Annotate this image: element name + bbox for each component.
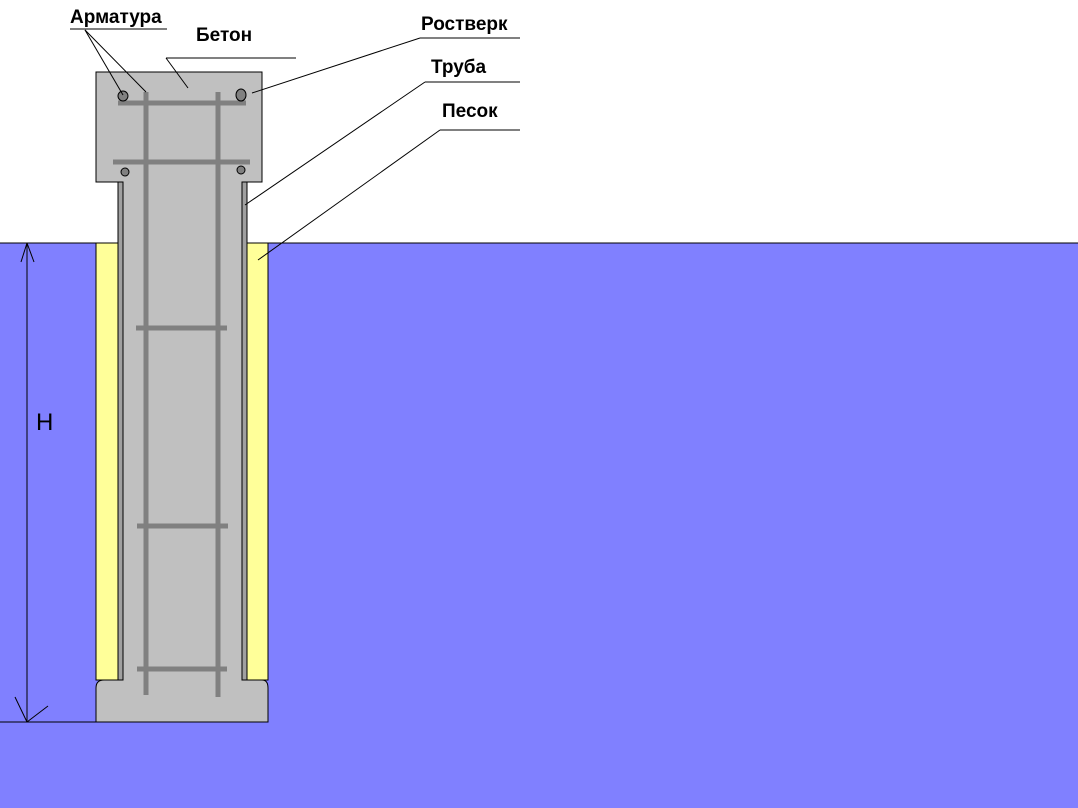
label-truba: Труба bbox=[431, 57, 487, 78]
label-armatura: Арматура bbox=[70, 7, 162, 28]
label-rostverk: Ростверк bbox=[421, 14, 508, 35]
height-label: Н bbox=[36, 409, 53, 436]
rebar-section-lower-right bbox=[236, 165, 246, 175]
label-beton: Бетон bbox=[196, 25, 252, 46]
sand-right bbox=[245, 242, 269, 681]
rebar-section-lower-left bbox=[120, 167, 130, 177]
pipe-wall-left bbox=[117, 181, 124, 681]
sand-left bbox=[95, 242, 121, 681]
leader-lines bbox=[70, 28, 520, 261]
label-pesok: Песок bbox=[442, 101, 498, 122]
rebar-section-top-right bbox=[235, 88, 247, 102]
height-dimension bbox=[0, 242, 268, 723]
pipe-wall-right bbox=[241, 181, 248, 681]
rebar-section-top-left bbox=[117, 90, 129, 102]
